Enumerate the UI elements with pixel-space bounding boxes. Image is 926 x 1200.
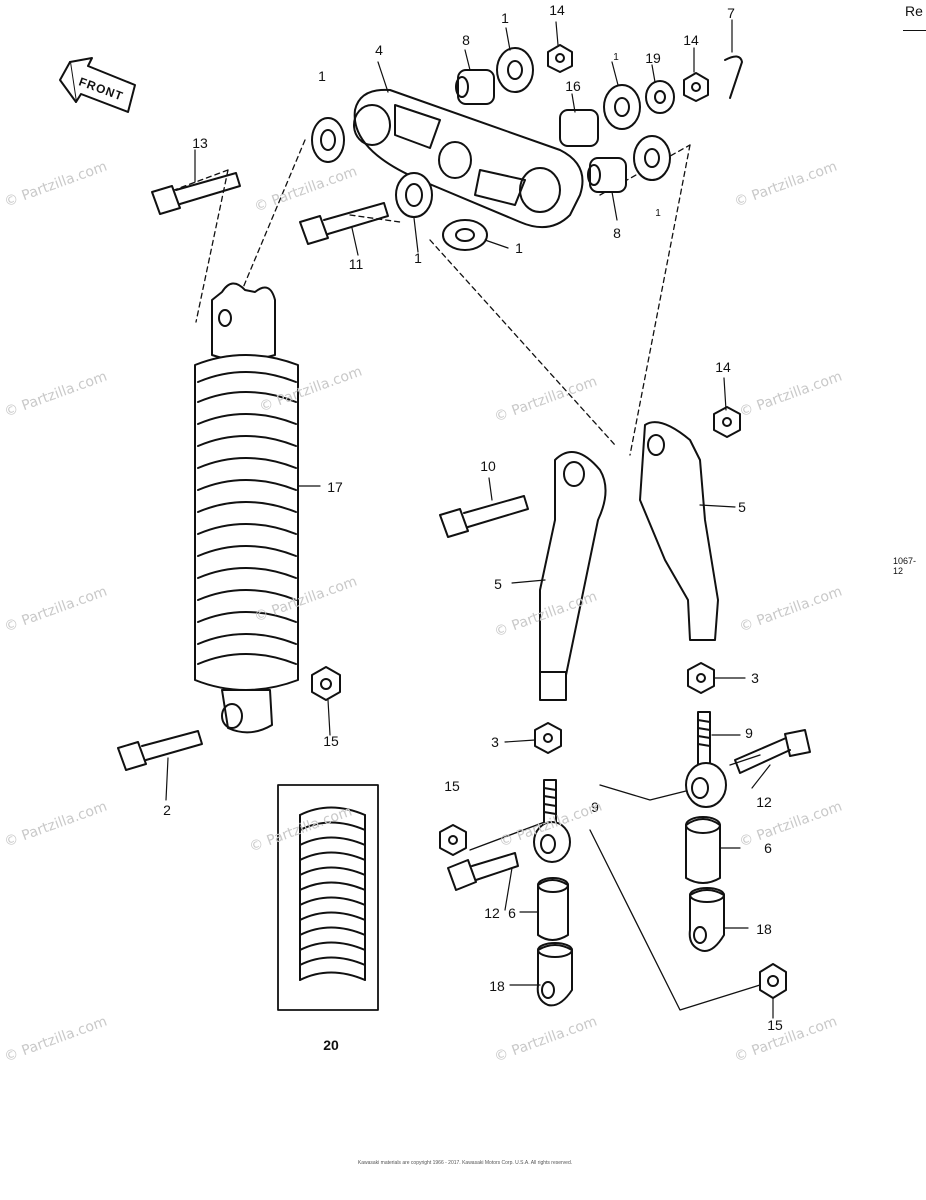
rod-end-eye-part [688, 887, 725, 952]
callout-5: 5 [738, 499, 746, 515]
washer-part [311, 117, 345, 163]
callout-15: 15 [323, 733, 339, 749]
collar-part [537, 877, 569, 941]
callout-14: 14 [549, 2, 565, 18]
bushing-part [455, 69, 495, 105]
bushing-part [587, 157, 627, 193]
bolt-part [447, 852, 519, 891]
callout-15: 15 [444, 778, 460, 794]
callout-8: 8 [613, 225, 621, 241]
front-arrow-icon [59, 57, 136, 113]
rod-end-part [533, 779, 571, 863]
collar-part [395, 172, 433, 218]
drawing-code: 1067-12 [893, 556, 917, 576]
callout-14: 14 [683, 32, 699, 48]
nut-part [534, 722, 562, 754]
callout-7: 7 [727, 5, 735, 21]
callout-1: 1 [613, 52, 619, 63]
rocker-arm-part [353, 88, 584, 229]
callout-17: 17 [327, 479, 343, 495]
copyright-footer: Kawasaki materials are copyright 1966 - … [357, 1160, 573, 1166]
callout-5: 5 [494, 576, 502, 592]
callout-19: 19 [645, 50, 661, 66]
callout-leader-lines [165, 19, 774, 1019]
bolt-part [439, 495, 529, 538]
bolt-part [151, 172, 241, 215]
callout-15: 15 [767, 1017, 783, 1033]
shock-absorber-part [194, 282, 299, 734]
nut-part [687, 662, 715, 694]
nut-part [439, 824, 467, 856]
tie-rod-part [639, 421, 719, 641]
callout-13: 13 [192, 135, 208, 151]
washer-part [603, 84, 641, 130]
nut-part [683, 72, 709, 102]
washer-part [496, 47, 534, 93]
callout-18: 18 [756, 921, 772, 937]
nut-part [759, 963, 787, 999]
callout-14: 14 [715, 359, 731, 375]
bolt-part [734, 729, 811, 774]
callout-1: 1 [655, 208, 661, 219]
washer-part [442, 219, 488, 251]
washer-part [633, 135, 671, 181]
callout-8: 8 [462, 32, 470, 48]
callout-16: 16 [565, 78, 581, 94]
dashed-leader-lines [157, 139, 691, 456]
bushing-part [559, 109, 599, 147]
callout-10: 10 [480, 458, 496, 474]
bolt-part [117, 730, 203, 771]
spring-part [277, 784, 379, 1011]
callout-1: 1 [501, 10, 509, 26]
callout-12: 12 [756, 794, 772, 810]
callout-3: 3 [491, 734, 499, 750]
callout-1: 1 [515, 240, 523, 256]
rod-end-eye-part [536, 942, 573, 1007]
callout-1: 1 [414, 250, 422, 266]
callout-11: 11 [348, 256, 364, 272]
callout-20: 20 [323, 1037, 339, 1053]
bolt-part [299, 202, 389, 245]
callout-12: 12 [484, 905, 500, 921]
nut-part [547, 44, 573, 73]
nut-part [713, 406, 741, 438]
callout-9: 9 [591, 799, 599, 815]
callout-1: 1 [318, 68, 326, 84]
collar-part [685, 816, 721, 884]
callout-9: 9 [745, 725, 753, 741]
nut-part [311, 666, 341, 701]
callout-4: 4 [375, 42, 383, 58]
cotter-pin-part [724, 55, 743, 99]
solid-leader-lines [469, 754, 761, 1011]
callout-6: 6 [508, 905, 516, 921]
rod-end-part [685, 711, 727, 808]
callout-2: 2 [163, 802, 171, 818]
ref-header: Re [905, 3, 923, 19]
callout-3: 3 [751, 670, 759, 686]
tie-rod-part [539, 451, 607, 701]
washer-part [645, 80, 675, 114]
callout-18: 18 [489, 978, 505, 994]
callout-6: 6 [764, 840, 772, 856]
ref-divider [903, 30, 926, 31]
